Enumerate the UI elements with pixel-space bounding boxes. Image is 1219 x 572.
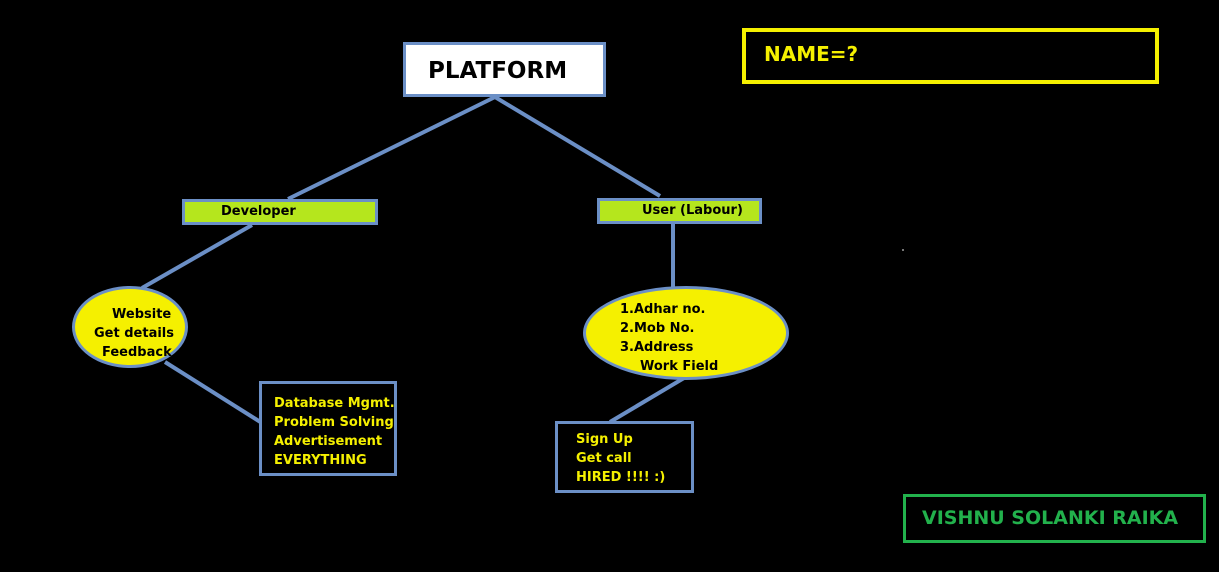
requirement-item: 2.Mob No. — [620, 321, 695, 336]
name-prompt-box: NAME=? — [742, 28, 1159, 84]
author-name: VISHNU SOLANKI RAIKA — [922, 507, 1179, 529]
developer-skills-box: Database Mgmt. Problem Solving Advertise… — [259, 381, 397, 476]
skill-item: EVERYTHING — [274, 453, 367, 468]
feature-item: Website — [112, 307, 172, 322]
connector-developer-features — [141, 223, 253, 290]
connector-features-skills — [163, 360, 264, 425]
developer-node: Developer — [182, 199, 378, 225]
skill-item: Problem Solving — [274, 415, 394, 430]
feature-item: Get details — [94, 326, 174, 341]
connector-platform-developer — [287, 95, 496, 201]
requirement-item: Work Field — [640, 359, 719, 374]
connector-platform-user — [493, 95, 662, 198]
platform-node: PLATFORM — [403, 42, 606, 97]
name-prompt-label: NAME=? — [764, 42, 859, 66]
step-item: Get call — [576, 451, 632, 466]
requirement-item: 3.Address — [620, 340, 694, 355]
step-item: HIRED !!!! :) — [576, 470, 666, 485]
stray-dot — [902, 249, 904, 251]
requirement-item: 1.Adhar no. — [620, 302, 706, 317]
feature-item: Feedback — [102, 345, 172, 360]
user-node: User (Labour) — [597, 198, 762, 224]
user-steps-box: Sign Up Get call HIRED !!!! :) — [555, 421, 694, 493]
developer-features-ellipse: Website Get details Feedback — [72, 286, 188, 368]
platform-label: PLATFORM — [428, 58, 568, 84]
user-label: User (Labour) — [642, 203, 743, 218]
developer-label: Developer — [221, 204, 296, 219]
step-item: Sign Up — [576, 432, 633, 447]
connector-requirements-steps — [608, 376, 686, 424]
user-requirements-ellipse: 1.Adhar no. 2.Mob No. 3.Address Work Fie… — [583, 286, 789, 380]
author-box: VISHNU SOLANKI RAIKA — [903, 494, 1206, 543]
skill-item: Database Mgmt. — [274, 396, 395, 411]
skill-item: Advertisement — [274, 434, 383, 449]
